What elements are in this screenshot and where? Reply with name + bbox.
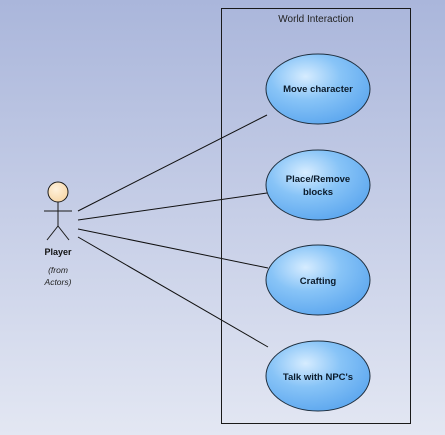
actor-left-leg (46, 225, 59, 241)
use-case-place-remove-blocks[interactable]: Place/Remove blocks (265, 149, 371, 221)
system-boundary[interactable]: World Interaction (221, 8, 411, 424)
use-case-label: Move character (283, 84, 353, 95)
use-case-crafting[interactable]: Crafting (265, 244, 371, 316)
use-case-talk-with-npcs[interactable]: Talk with NPC's (265, 340, 371, 412)
use-case-label-line1: Place/Remove (286, 174, 350, 185)
associations (77, 114, 269, 348)
actor-name: Player (44, 247, 72, 257)
use-case-ellipse (265, 149, 371, 221)
actor-head (47, 181, 69, 203)
use-case-label: Talk with NPC's (283, 372, 353, 383)
system-boundary-title: World Interaction (278, 14, 353, 25)
association-crafting[interactable] (77, 228, 269, 269)
actor-right-leg (57, 225, 70, 241)
association-place-remove-blocks[interactable] (77, 192, 268, 221)
use-case-ellipse (265, 340, 371, 412)
association-move-character[interactable] (77, 114, 268, 212)
system-boundary-frame (221, 8, 411, 424)
use-case-label-line2: blocks (303, 187, 333, 198)
actor-player[interactable]: Player (from Actors) (44, 181, 72, 287)
actor-note-line1: (from (48, 265, 68, 275)
use-case-move-character[interactable]: Move character (265, 53, 371, 125)
use-case-ellipse (265, 244, 371, 316)
association-talk-with-npcs[interactable] (77, 236, 269, 348)
actor-note-line2: Actors) (44, 277, 72, 287)
use-case-label: Crafting (300, 276, 337, 287)
use-case-ellipse (265, 53, 371, 125)
